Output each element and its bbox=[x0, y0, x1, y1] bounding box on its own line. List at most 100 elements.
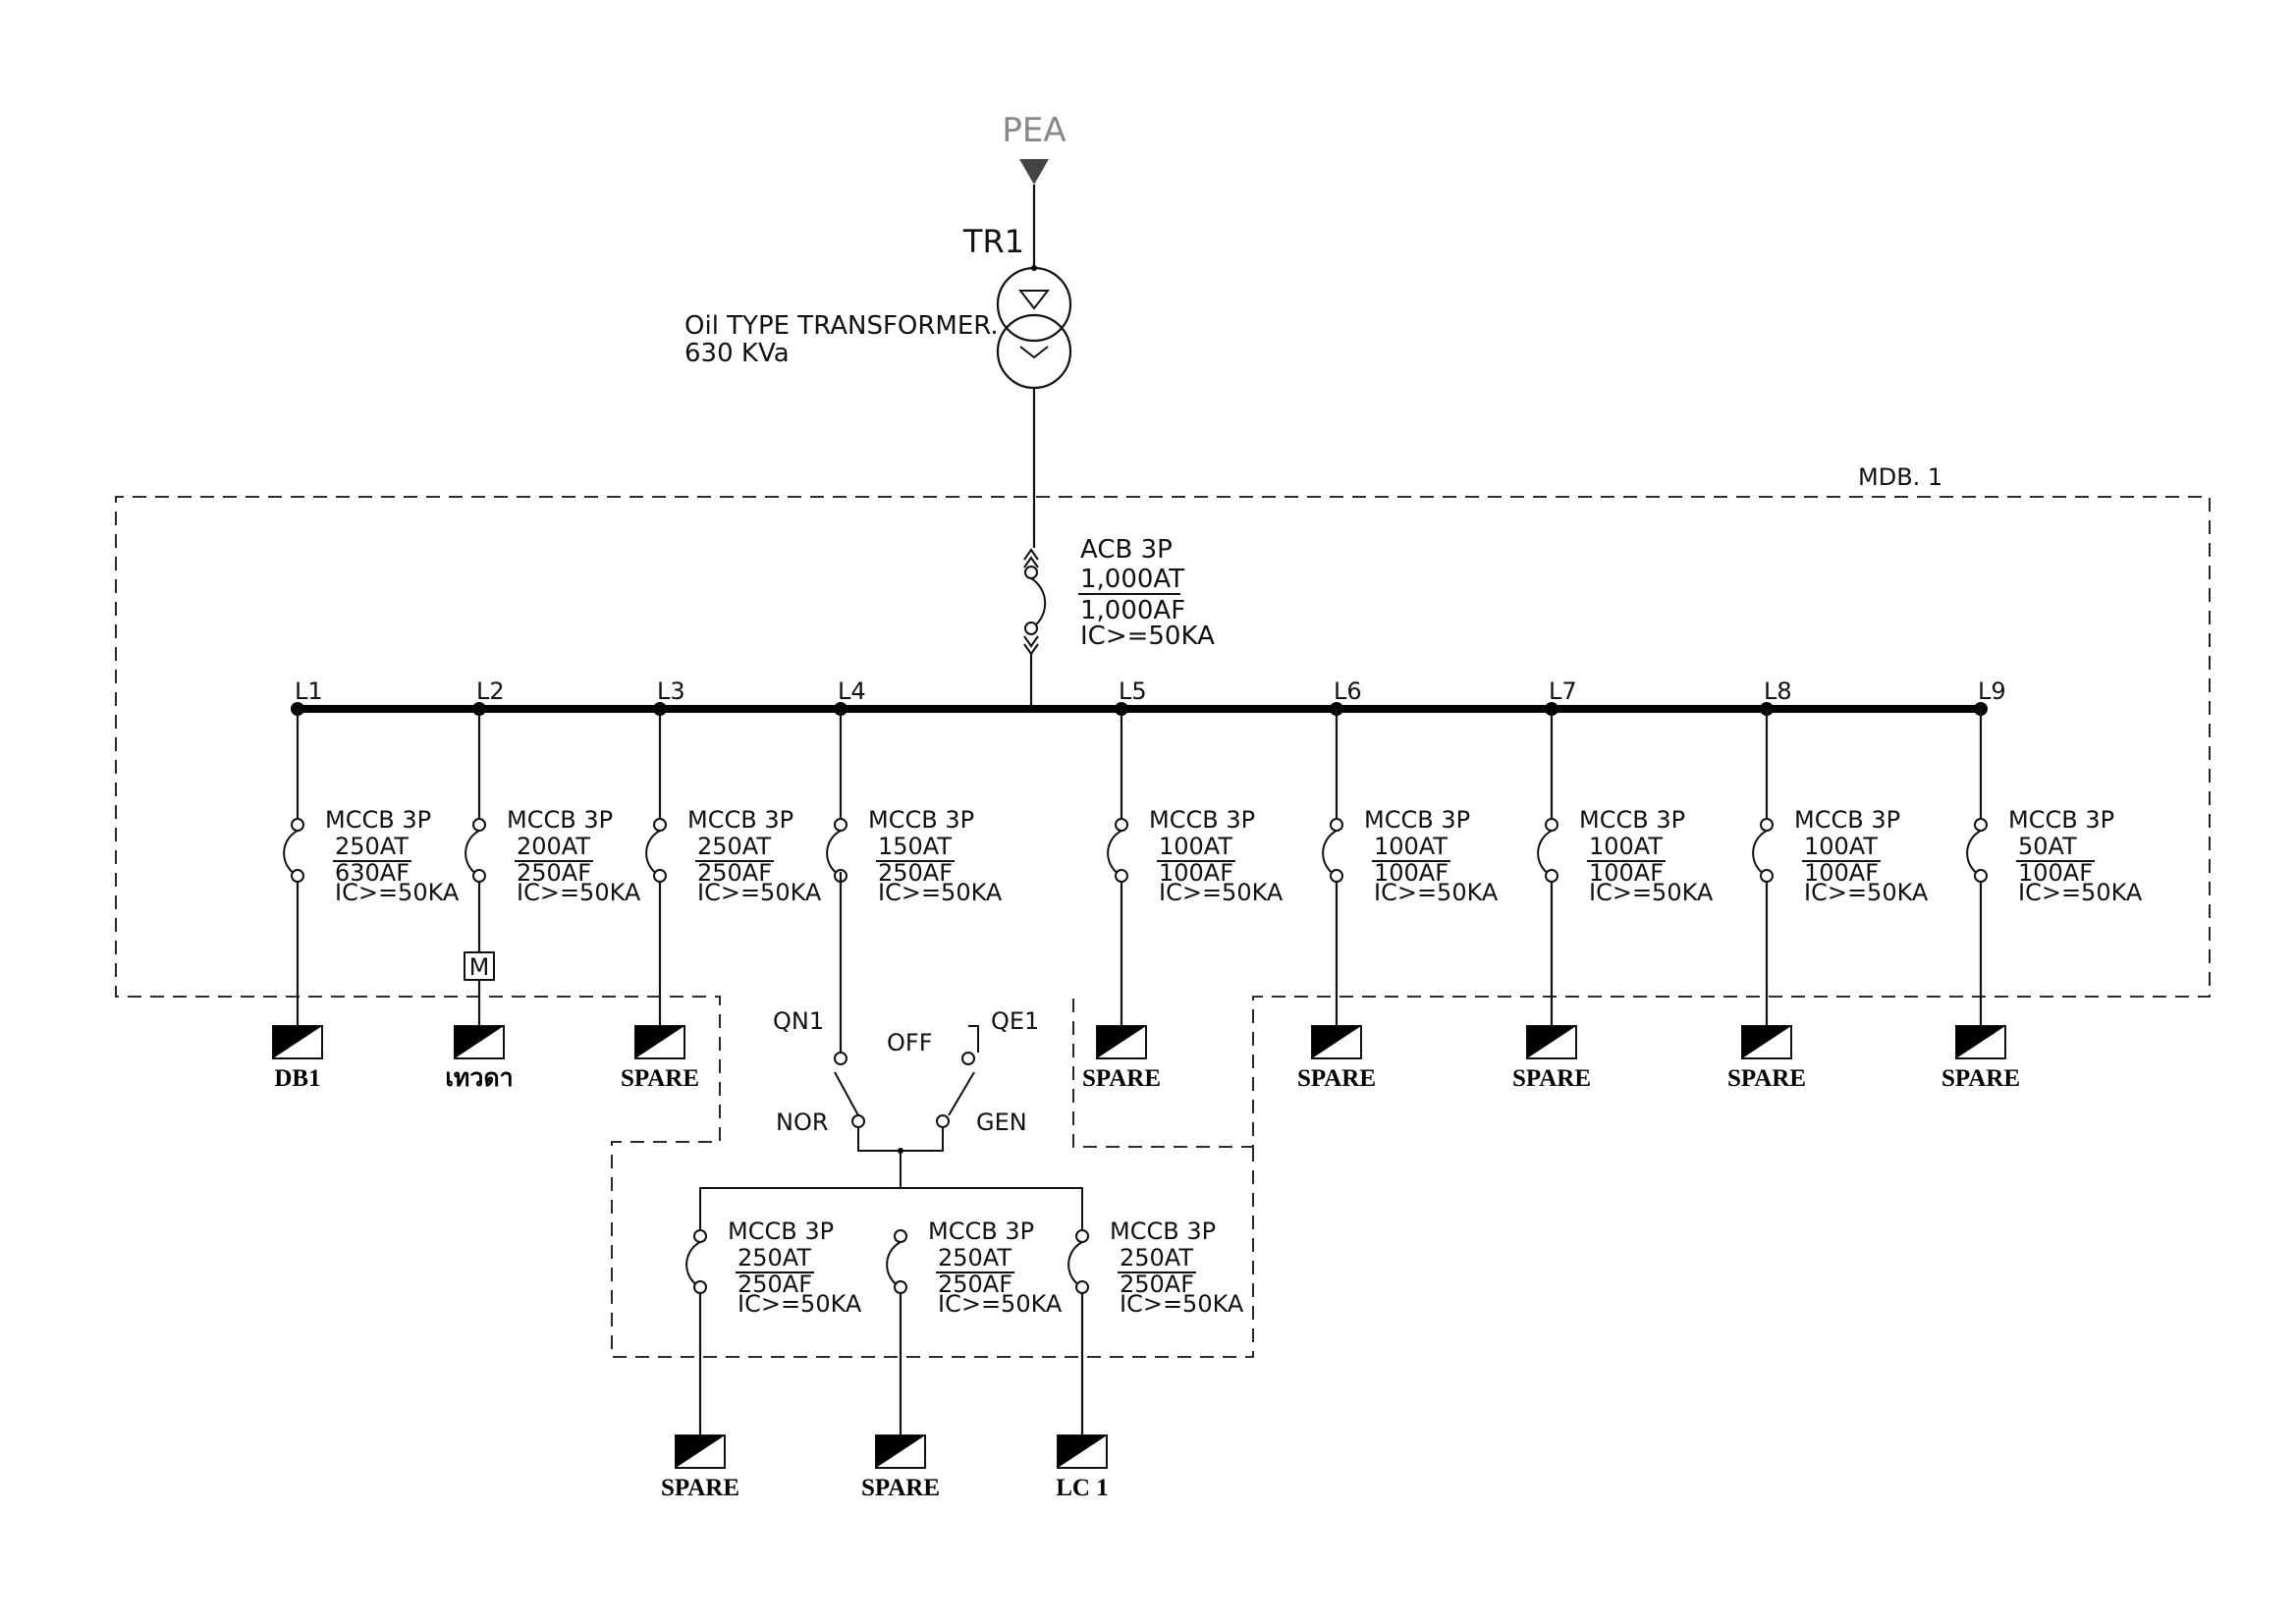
feeder-l3-ic: IC>=50KA bbox=[697, 879, 822, 906]
feeder-l6-trip: 100AT bbox=[1374, 833, 1448, 860]
feeder-l6-type: MCCB 3P bbox=[1364, 806, 1470, 834]
feeder-l7-type: MCCB 3P bbox=[1579, 806, 1685, 834]
feeder-l6-tag: L6 bbox=[1334, 677, 1362, 705]
feeder-l1-trip: 250AT bbox=[335, 833, 409, 860]
sub-feeder-1-load-label: SPARE bbox=[661, 1475, 739, 1501]
feeder-l5-mccb-icon bbox=[1107, 818, 1128, 883]
feeder-l9-load-label: SPARE bbox=[1941, 1065, 2020, 1092]
feeder-l9-type: MCCB 3P bbox=[2008, 806, 2114, 834]
feeder-l8-mccb-icon bbox=[1752, 818, 1774, 883]
sub-feeder-3-ic: IC>=50KA bbox=[1120, 1290, 1244, 1318]
acb-ic: IC>=50KA bbox=[1080, 622, 1215, 651]
sub-feeder-1-trip: 250AT bbox=[738, 1244, 811, 1271]
transformer-tag: TR1 bbox=[962, 223, 1024, 260]
sub-feeder-3-trip: 250AT bbox=[1120, 1244, 1193, 1271]
acb-type: ACB 3P bbox=[1080, 535, 1173, 565]
qe1-terminal bbox=[961, 1052, 975, 1065]
source-arrow-icon bbox=[1019, 159, 1049, 185]
nor-label: NOR bbox=[776, 1109, 829, 1136]
feeder-l8-load-label: SPARE bbox=[1727, 1065, 1806, 1092]
feeder-l3-load-label: SPARE bbox=[621, 1065, 699, 1092]
sub-feeder-2-mccb-icon bbox=[886, 1229, 907, 1294]
feeder-l8-trip: 100AT bbox=[1804, 833, 1878, 860]
feeder-l2-load-symbol-icon bbox=[454, 1025, 505, 1059]
qe1-lead bbox=[968, 1025, 979, 1053]
feeder-l1-load-label: DB1 bbox=[274, 1065, 320, 1092]
feeder-l6-load-symbol-icon bbox=[1311, 1025, 1362, 1059]
feeder-l4-frame: 250AF bbox=[878, 859, 953, 887]
nor-contact bbox=[851, 1114, 865, 1128]
sub-feeder-1-ic: IC>=50KA bbox=[738, 1290, 862, 1318]
sub-feeder-3-frame: 250AF bbox=[1120, 1271, 1194, 1298]
sub-feeder-2-trip: 250AT bbox=[938, 1244, 1011, 1271]
feeder-l9-tag: L9 bbox=[1978, 677, 2006, 705]
feeder-l2-mccb-icon bbox=[465, 818, 486, 883]
gen-blade bbox=[948, 1071, 975, 1116]
acb-frame: 1,000AF bbox=[1080, 596, 1185, 625]
feeder-l6-load-label: SPARE bbox=[1297, 1065, 1376, 1092]
qn1-terminal bbox=[834, 1052, 847, 1065]
feeder-l3-tag: L3 bbox=[657, 677, 685, 705]
feeder-l3-trip: 250AT bbox=[697, 833, 771, 860]
feeder-l1-ic: IC>=50KA bbox=[335, 879, 460, 906]
feeder-l1-frame: 630AF bbox=[335, 859, 410, 887]
feeder-l1-mccb-icon bbox=[283, 818, 304, 883]
feeder-l9-mccb-icon bbox=[1966, 818, 1988, 883]
feeder-l1-tag: L1 bbox=[295, 677, 323, 705]
feeder-l2-tag: L2 bbox=[476, 677, 505, 705]
mdb-panel-label: MDB. 1 bbox=[1858, 463, 1942, 491]
feeder-l3-mccb-icon bbox=[645, 818, 667, 883]
sub-feeder-3-type: MCCB 3P bbox=[1110, 1217, 1216, 1245]
nor-blade bbox=[834, 1071, 859, 1116]
feeder-l1-load-symbol-icon bbox=[272, 1025, 323, 1059]
feeder-l6-frame: 100AF bbox=[1374, 859, 1449, 887]
sub-bus bbox=[699, 1187, 1083, 1232]
gen-label: GEN bbox=[976, 1109, 1027, 1136]
feeder-l3-frame: 250AF bbox=[697, 859, 772, 887]
acb-main-breaker-icon bbox=[1023, 548, 1047, 656]
sub-feeder-2-type: MCCB 3P bbox=[928, 1217, 1034, 1245]
transformer-rating: 630 KVa bbox=[684, 339, 790, 368]
sub-feeder-1-type: MCCB 3P bbox=[728, 1217, 834, 1245]
feeder-l5-frame: 100AF bbox=[1159, 859, 1233, 887]
qn1-label: QN1 bbox=[773, 1007, 824, 1035]
sub-feeder-2-ic: IC>=50KA bbox=[938, 1290, 1063, 1318]
feeder-l2-frame: 250AF bbox=[517, 859, 591, 887]
off-label: OFF bbox=[887, 1029, 933, 1056]
feeder-l8-ic: IC>=50KA bbox=[1804, 879, 1929, 906]
acb-trip: 1,000AT bbox=[1080, 565, 1184, 594]
feeder-l5-trip: 100AT bbox=[1159, 833, 1232, 860]
sub-feeder-1-frame: 250AF bbox=[738, 1271, 812, 1298]
feeder-l9-load-symbol-icon bbox=[1955, 1025, 2006, 1059]
sub-feeder-3-load-label: LC 1 bbox=[1056, 1475, 1108, 1501]
feeder-l9-trip: 50AT bbox=[2018, 833, 2077, 860]
mdb-enclosure bbox=[115, 496, 2211, 1358]
feeder-l6-mccb-icon bbox=[1322, 818, 1343, 883]
meter-icon bbox=[464, 951, 495, 981]
feeder-l1-type: MCCB 3P bbox=[325, 806, 431, 834]
feeder-l7-mccb-icon bbox=[1537, 818, 1558, 883]
feeder-l5-ic: IC>=50KA bbox=[1159, 879, 1284, 906]
feeder-l5-type: MCCB 3P bbox=[1149, 806, 1255, 834]
transformer-symbol-icon bbox=[996, 265, 1072, 390]
feeder-l4-tag: L4 bbox=[838, 677, 866, 705]
sub-feeder-1-load-symbol-icon bbox=[675, 1434, 726, 1469]
feeder-l3-load-symbol-icon bbox=[634, 1025, 685, 1059]
qe1-label: QE1 bbox=[991, 1007, 1039, 1035]
sub-feeder-3-load-symbol-icon bbox=[1057, 1434, 1108, 1469]
feeder-l8-load-symbol-icon bbox=[1741, 1025, 1792, 1059]
feeder-l9-frame: 100AF bbox=[2018, 859, 2093, 887]
feeder-l4-mccb-icon bbox=[826, 818, 847, 883]
sub-feeder-2-load-label: SPARE bbox=[861, 1475, 940, 1501]
pea-source-label: PEA bbox=[1002, 111, 1066, 150]
sub-feeder-2-load-symbol-icon bbox=[875, 1434, 926, 1469]
feeder-l2-type: MCCB 3P bbox=[507, 806, 613, 834]
feeder-l4-ic: IC>=50KA bbox=[878, 879, 1003, 906]
gen-contact bbox=[936, 1114, 950, 1128]
sub-feeder-1-mccb-icon bbox=[685, 1229, 707, 1294]
feeder-l3-type: MCCB 3P bbox=[687, 806, 793, 834]
feeder-l7-load-symbol-icon bbox=[1526, 1025, 1577, 1059]
feeder-l5-tag: L5 bbox=[1119, 677, 1147, 705]
